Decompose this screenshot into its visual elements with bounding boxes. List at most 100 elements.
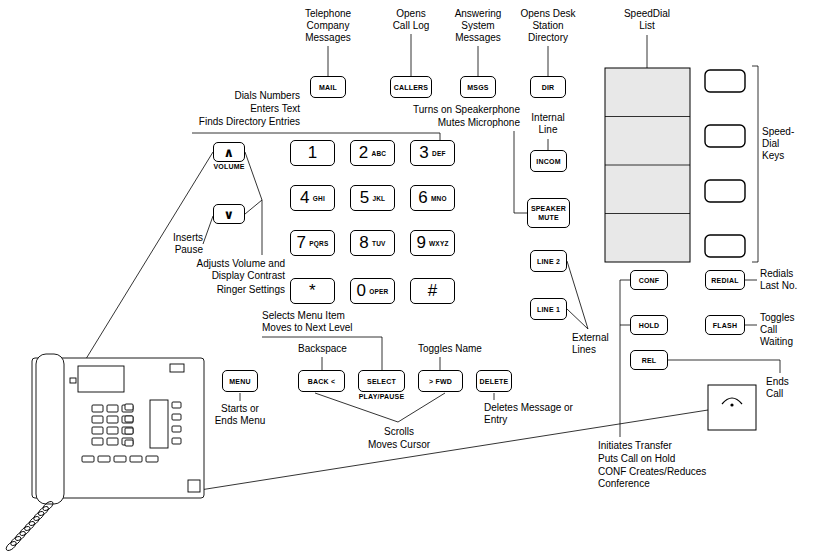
phone-key: 8TUV [350,230,395,256]
key-label: PQRS [309,240,328,247]
speed-dial-card [605,68,690,262]
phone-key: 3DEF [410,140,455,166]
key-label: GHI [313,195,325,202]
leader-line [620,280,630,437]
key-label: MAIL [319,84,337,91]
phone-key-icon [125,440,133,446]
phone-volume-key [70,378,76,383]
phone-key-icon [125,416,133,422]
callout-text: Selects Menu Item [262,310,412,322]
handset [36,354,64,504]
key-label: ∧ [224,145,235,160]
callout-text: Toggles Name [418,343,498,355]
leader-line [745,280,757,281]
key-digit: 4 [300,188,310,208]
callout-text: Opens Call Log [389,8,434,32]
callout-text: Telephone Company Messages [298,8,358,44]
phone-key-icon [114,456,126,462]
phone-key: FLASH [705,315,745,335]
hook-button [708,385,756,430]
key-label: VOLUME [213,163,244,170]
callout-text: Ends Call [766,376,796,400]
phone-key-icon [92,438,103,445]
key-digit: 0 [357,281,367,301]
leader-line [411,34,412,76]
leader-line [478,46,479,76]
phone-hook [188,480,200,492]
phone-key: MENU [222,370,258,392]
phone-speed-card [150,400,168,448]
callout-text: Redials Last No. [760,268,810,292]
callout-text: Mutes Microphone [370,117,520,129]
phone-key: 7PQRS [290,230,335,256]
phone-key-icon [146,456,158,462]
key-digit: 8 [359,233,369,253]
key-label: BACK < [308,378,335,385]
key-label: CONF [639,277,660,284]
phone-key-icon [172,414,181,420]
phone-key: ∧VOLUME [213,142,245,162]
callout-text: Turns on Speakerphone [370,104,520,116]
phone-key-icon [130,456,142,462]
phone-key-icon [125,428,133,434]
callout-text: Dials Numbers [150,90,300,102]
phone-key: HOLD [630,315,668,335]
speed-dial-key [705,125,745,147]
key-digit: 9 [416,233,426,253]
card-rows [605,117,690,214]
key-label: CALLERS [394,84,428,91]
leader-line [73,152,213,380]
phone-key: MAIL [310,76,346,98]
callout-text: External Lines [572,332,622,356]
key-label: DELETE [480,378,509,385]
speed-dial-key [705,70,745,92]
leader-line [548,46,549,76]
key-label: REDIAL [711,277,738,284]
key-digit: * [309,281,316,301]
key-label: SELECT [367,378,396,385]
leader-line [245,152,262,255]
callout-text: Moves to Next Level [262,322,412,334]
phone-key: SPEAKERMUTE [527,198,570,228]
phone-key-icon [122,405,133,412]
leader-line [240,393,241,401]
key-label: REL [642,357,657,364]
callout-text: Enters Text [150,103,300,115]
leader-line [647,35,648,68]
callout-text: Starts or Ends Menu [209,403,271,427]
phone-display [78,366,124,392]
key-label: MENU [229,378,250,385]
callout-text: Puts Call on Hold [598,453,728,465]
speed-dial-key [705,180,745,202]
phone-key: 1 [290,140,335,166]
cord-coil [5,540,18,552]
phone-key: 0OPER [350,278,395,304]
callout-text: Ringer Settings [173,284,285,296]
leader-line [192,133,440,140]
phone-key: 4GHI [290,185,335,211]
phone-key: CALLERS [390,76,432,98]
bracket [752,66,758,262]
leader-line [322,357,323,370]
speed-dial-keys [705,70,745,257]
phone-key-icon [122,438,133,445]
phone-key-icon [125,404,133,410]
callout-text: Answering System Messages [449,8,507,44]
phone-key-icon [92,427,103,434]
key-digit: 7 [297,233,307,253]
callout-text: CONF Creates/Reduces Conference [598,466,716,490]
phone-key: ∨ [213,204,245,224]
speed-dial-key [705,235,745,257]
phone-key-icon [122,416,133,423]
leader-line [203,216,213,244]
hook-symbol [730,403,733,406]
phone-key: DELETE [476,370,513,392]
phone-key: 5JKL [350,185,395,211]
key-label: WXYZ [429,240,449,247]
phone-key-icon [172,438,181,444]
callout-text: Deletes Message or Entry [484,402,574,426]
phone-key: LINE 2 [530,250,567,272]
leader-line [548,139,549,150]
key-label: PLAY/PAUSE [359,393,405,400]
leader-line [440,357,441,370]
